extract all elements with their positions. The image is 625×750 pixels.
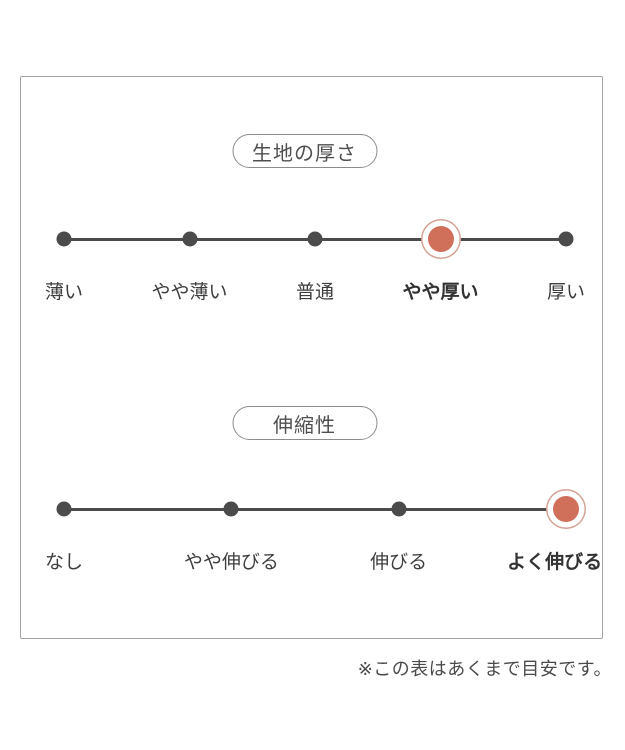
stretch-dot-stretches — [391, 501, 407, 517]
stretch-selected-marker — [553, 496, 579, 522]
thickness-dot-thin — [56, 231, 72, 247]
guide-box: 生地の厚さ 薄い やや薄い 普通 やや厚い 厚い — [20, 76, 603, 639]
stretch-dot-none — [56, 501, 72, 517]
thickness-label-thick: 厚い — [546, 282, 586, 303]
stretch-label-stretches: 伸びる — [370, 552, 428, 573]
thickness-title-pill: 生地の厚さ — [232, 134, 377, 168]
thickness-selected-marker — [427, 226, 454, 252]
thickness-dot-normal — [307, 231, 323, 247]
stretch-label-very: よく伸びる — [507, 552, 603, 573]
disclaimer-note: ※この表はあくまで目安です。 — [357, 659, 612, 679]
thickness-label-thin: 薄い — [44, 282, 84, 303]
thickness-dot-slightly-thin — [182, 231, 197, 247]
stretch-scale-track — [64, 507, 566, 511]
thickness-label-normal: 普通 — [295, 282, 335, 303]
stretch-title: 伸縮性 — [273, 414, 336, 437]
stretch-dot-slight — [223, 501, 239, 517]
stretch-title-pill: 伸縮性 — [232, 406, 377, 440]
thickness-title: 生地の厚さ — [252, 142, 357, 165]
thickness-dot-thick — [558, 231, 574, 247]
stretch-label-none: なし — [44, 552, 84, 573]
stretch-label-slight: やや伸びる — [183, 552, 279, 573]
thickness-label-slightly-thick: やや厚い — [402, 282, 479, 303]
thickness-label-slightly-thin: やや薄い — [151, 282, 228, 303]
